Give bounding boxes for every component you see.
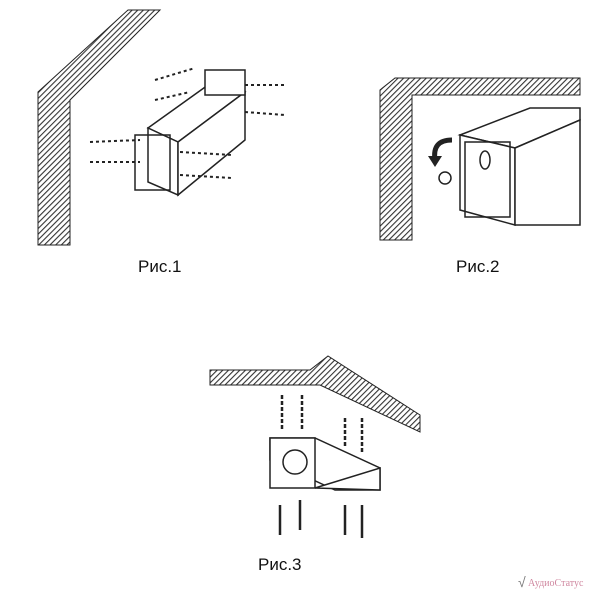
watermark: АудиоСтатус [528,578,584,589]
figure-2-caption: Рис.2 [456,257,500,276]
screen-housing [134,69,247,197]
figure-2-bracket-hook [379,77,581,241]
figure-1-caption: Рис.1 [138,257,182,276]
screw-head-icon [438,171,452,185]
figure-3-ceiling-mount [209,355,421,538]
screws [278,395,364,538]
ceiling-hatched [209,355,421,433]
screen-housing [269,437,381,491]
figure-1-wall-mount [37,9,286,246]
watermark-logo-icon: √ [518,574,526,590]
screen-housing [457,107,581,226]
screws [89,67,286,179]
wall-hatched [37,9,162,246]
wall-hatched [379,77,581,241]
figure-3-caption: Рис.3 [258,555,302,574]
